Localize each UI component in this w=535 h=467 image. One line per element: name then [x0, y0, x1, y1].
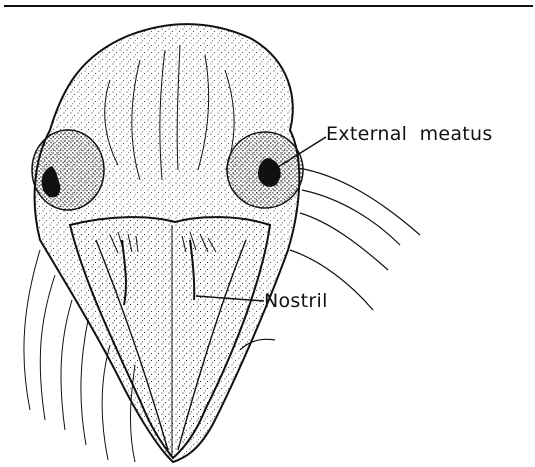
external-meatus-label: External meatus: [326, 123, 493, 145]
nostril-label: Nostril: [264, 290, 328, 312]
left-ear-region: [32, 130, 104, 210]
